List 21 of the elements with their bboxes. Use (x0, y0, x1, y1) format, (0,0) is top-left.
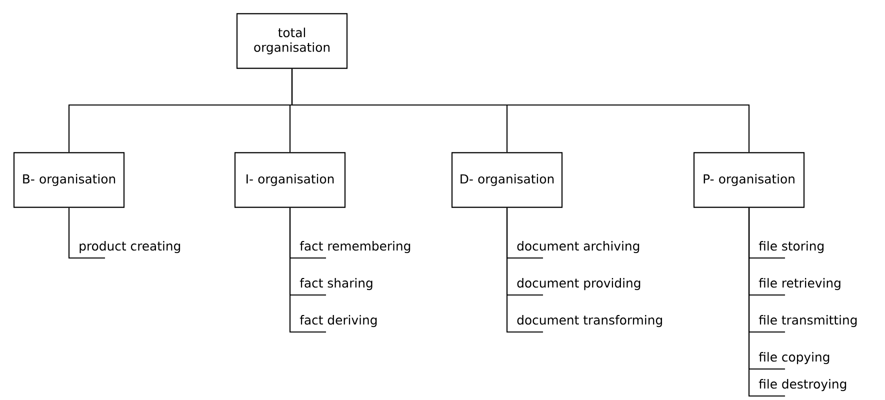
org-box: P- organisation (693, 152, 805, 208)
list-connector (68, 208, 105, 259)
function-label: file copying (758, 352, 830, 364)
org-box: D- organisation (451, 152, 563, 208)
function-label: document transforming (517, 315, 662, 328)
org-box: total organisation (236, 13, 348, 69)
function-label: fact remembering (300, 241, 410, 254)
org-box: B- organisation (13, 152, 125, 208)
function-label: file retrieving (758, 278, 840, 290)
function-label: document archiving (517, 241, 640, 254)
tree-connector (291, 68, 750, 152)
function-label: document providing (517, 278, 640, 290)
function-label: product creating (80, 241, 180, 254)
list-connector (289, 208, 326, 333)
function-label: fact sharing (300, 278, 372, 290)
list-connector (506, 208, 543, 333)
org-box: I- organisation (234, 152, 346, 208)
function-label: fact deriving (300, 315, 377, 328)
function-label: file storing (758, 241, 824, 254)
function-label: file transmitting (758, 315, 857, 328)
function-label: file destroying (758, 379, 846, 392)
